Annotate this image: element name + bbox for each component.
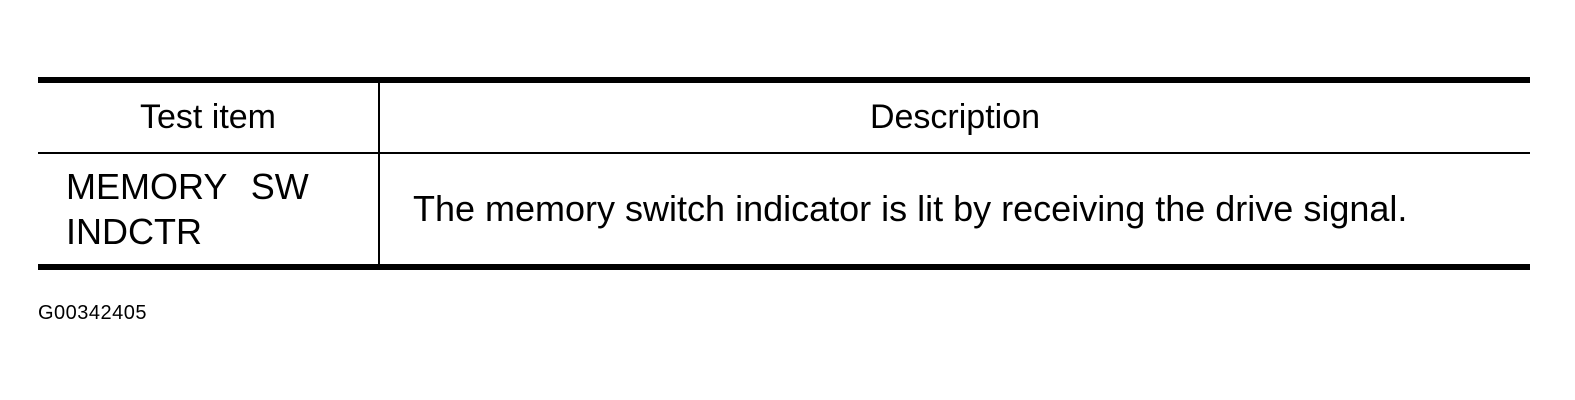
test-item-line-1: MEMORY SW	[66, 166, 309, 207]
header-row: Test item Description	[38, 80, 1530, 154]
test-item-line-2: INDCTR	[66, 211, 202, 252]
table-body: MEMORY SW INDCTR The memory switch indic…	[38, 153, 1530, 267]
table-header: Test item Description	[38, 80, 1530, 154]
header-test-item: Test item	[38, 80, 380, 154]
header-description: Description	[379, 80, 1530, 154]
figure-id: G00342405	[38, 302, 148, 324]
description-cell: The memory switch indicator is lit by re…	[413, 188, 1408, 229]
test-item-cell: MEMORY SW INDCTR	[38, 153, 380, 267]
table-row: MEMORY SW INDCTR The memory switch indic…	[38, 153, 1530, 267]
test-item-table: Test item Description MEMORY SW INDCTR T…	[38, 77, 1530, 270]
